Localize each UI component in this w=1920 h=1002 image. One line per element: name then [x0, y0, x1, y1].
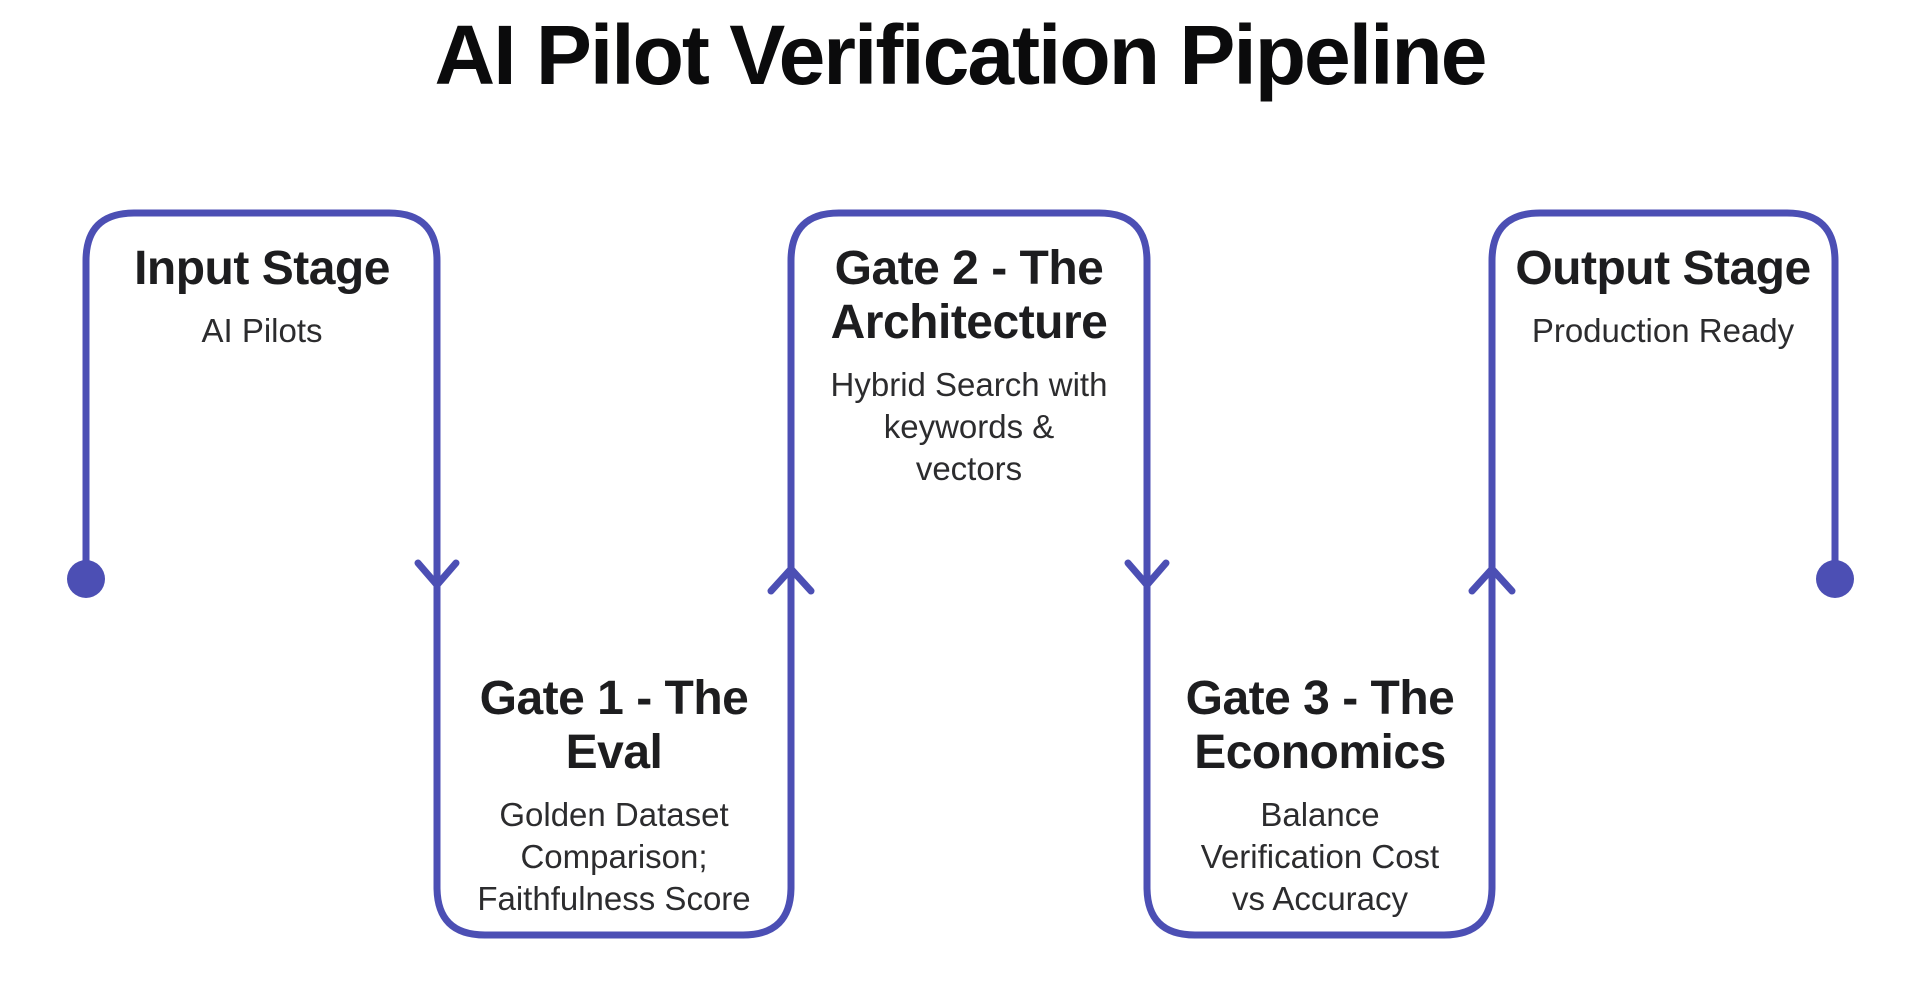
- stage-gate-2: Gate 2 - The Architecture Hybrid Search …: [759, 242, 1179, 490]
- stage-input-title: Input Stage: [134, 242, 390, 295]
- stage-gate-3-title: Gate 3 - The Economics: [1185, 672, 1455, 779]
- arrow-down-icon: [1124, 559, 1170, 589]
- stage-gate-2-description: Hybrid Search with keywords & vectors: [830, 366, 1108, 487]
- stage-input-description: AI Pilots: [201, 312, 323, 349]
- stage-gate-1-title: Gate 1 - The Eval: [479, 672, 749, 779]
- arrow-up-icon: [1468, 565, 1516, 595]
- arrow-down-icon: [414, 559, 460, 589]
- pipeline-flow-path: [82, 209, 1839, 939]
- stage-gate-3: Gate 3 - The Economics Balance Verificat…: [1110, 672, 1530, 920]
- stage-gate-3-description: Balance Verification Cost vs Accuracy: [1200, 796, 1440, 917]
- start-dot-icon: [67, 560, 105, 598]
- arrow-up-icon: [767, 565, 815, 595]
- stage-input: Input Stage AI Pilots: [52, 242, 472, 352]
- diagram-title: AI Pilot Verification Pipeline: [434, 8, 1488, 102]
- stage-gate-1: Gate 1 - The Eval Golden Dataset Compari…: [404, 672, 824, 920]
- stage-gate-2-title: Gate 2 - The Architecture: [830, 242, 1108, 349]
- stage-output-title: Output Stage: [1515, 242, 1811, 295]
- stage-output: Output Stage Production Ready: [1453, 242, 1873, 352]
- stage-output-description: Production Ready: [1531, 312, 1795, 349]
- stage-gate-1-description: Golden Dataset Comparison; Faithfulness …: [477, 796, 751, 917]
- end-dot-icon: [1816, 560, 1854, 598]
